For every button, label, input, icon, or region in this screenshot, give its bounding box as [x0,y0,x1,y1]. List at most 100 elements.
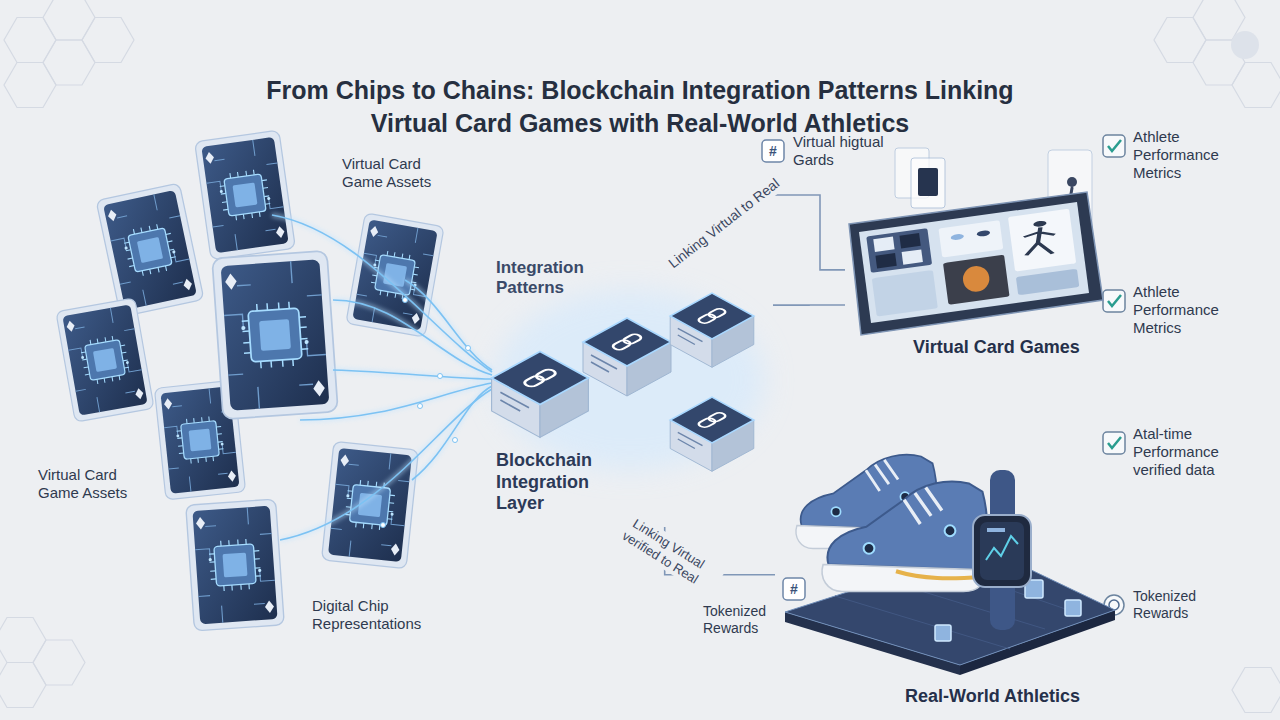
tablet-device: Virtual Card Games [845,180,1115,365]
hex-pattern-part [43,0,95,40]
reward-label: Tokenized Rewards [703,603,781,637]
floating-cards [895,148,945,208]
platform-outline-part [986,536,1018,560]
hex-pattern-part [4,18,56,63]
platform-outline-part [935,625,951,641]
reward-label: Tokenized Rewards [1133,588,1218,622]
hex-pattern-part [0,663,46,708]
deco-circle [1231,31,1259,59]
blockchain-blocks-part [583,318,671,396]
data-wires-part-part [280,389,492,540]
tablet-outline-part-part [1033,220,1047,227]
data-wires-part-part [333,370,492,379]
hex-pattern-part [1232,668,1280,713]
data-wires-part [272,215,492,540]
virtual-cards-part [186,499,285,631]
tablet-outline-part [859,202,1089,323]
data-wires-part-part [333,370,492,379]
hex-pattern-part [4,63,56,108]
group-label: Virtual Card Game Assets [342,155,454,191]
connector-label: Linking Virtual to Real [661,172,786,275]
hex-pattern-part [1232,63,1280,108]
floating-panel-part [1067,177,1077,187]
data-wires-part-part [272,215,492,372]
platform-outline-part [980,522,1024,580]
platform-outline-part-part [904,488,942,524]
virtual-cards-part [195,130,296,260]
tablet-outline-part-part [961,264,991,293]
tablet-outline-part-part [1023,226,1057,258]
data-wires-part-part [438,374,443,379]
tablet-outline-part-part [950,233,964,240]
data-wires-part-part [403,298,408,303]
platform-outline-part [822,481,988,591]
virtual-cards-part [96,183,204,317]
tablet-outline-part-part [1016,269,1079,296]
data-wires-part [381,298,471,528]
tablet-outline-part-part [872,270,938,317]
connector [665,527,775,575]
blockchain-blocks [492,293,754,471]
data-wires-part-part [381,523,386,528]
virtual-cards [56,130,444,631]
tablet-outline-part-part [873,237,894,252]
connector [688,195,846,270]
virtual-cards-part [56,298,154,422]
virtual-cards-part [322,441,419,568]
tablet-outline-part-part [902,249,923,264]
diagram-title: From Chips to Chains: Blockchain Integra… [230,74,1050,139]
callout-label: Virtual higtual Gards [793,133,889,169]
hex-pattern-part [0,618,46,663]
tablet-outline-part-part [866,228,932,273]
data-wires-part-part [333,300,492,375]
virtual-cards-part [212,251,338,420]
layer-subtitle: Integration Patterns [496,258,608,299]
data-wires-part-part [466,346,471,351]
platform-outline-part-part [866,460,898,491]
hex-pattern-part [1154,18,1206,63]
hex-pattern-part [82,18,134,63]
group-label: Digital Chip Representations [312,597,447,633]
data-wires-part-part [280,389,492,540]
check-icons-part [1103,135,1125,157]
tablet-outline-part-part [1008,209,1076,272]
data-wires-part [272,215,492,540]
data-wires-part-part [418,404,423,409]
integration-layer: Integration PatternsBlockchain Integrati… [488,252,773,527]
data-wires-part-part [272,215,492,372]
data-wires-part-part [412,386,492,480]
platform-outline-part-part [827,481,987,569]
tablet-outline-part [849,192,1103,335]
platform-outline-part-part [831,507,840,516]
platform-outline-part-part [896,571,982,578]
tablet-outline-part-part [943,255,1010,305]
floating-cards-part [918,168,938,196]
tablet-outline-part [866,209,1079,317]
group-label: Virtual Card Game Assets [38,466,150,502]
platform-outline-part-part [864,543,875,554]
hash-badge: # [762,140,784,162]
check-icons [1103,135,1125,454]
hash-badge: # [783,578,805,600]
tablet-outline-part-part [875,253,896,268]
node-heading: Virtual Card Games [913,337,1080,359]
check-icons-part [1103,432,1125,454]
check-icons-part [1103,290,1125,312]
blockchain-blocks-part [670,397,754,471]
data-wires [272,215,492,540]
tablet-outline-part-part [938,220,1003,258]
platform-outline-part [973,515,1031,587]
platform-outline [775,440,1240,715]
data-wires-part-part [405,280,492,370]
platform-outline-part-part [822,565,985,592]
layer-heading: Blockchain Integration Layer [496,450,621,515]
node-heading: Real-World Athletics [905,686,1080,708]
connector [773,304,845,306]
data-wires-part-part [300,383,492,420]
metric-label: Athlete Performance Metrics [1133,283,1238,337]
hash-badges-part [762,140,784,162]
blockchain-blocks-part [492,352,589,438]
platform-outline-part [987,528,1005,532]
